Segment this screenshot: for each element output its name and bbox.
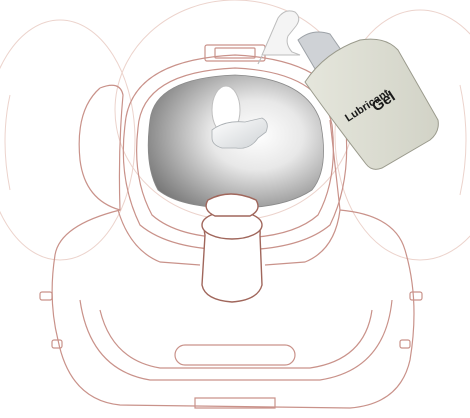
left-peg-lower	[52, 340, 62, 348]
left-inner-arc	[5, 95, 10, 190]
right-peg-lower	[400, 340, 410, 348]
lower-panel-inner	[100, 310, 372, 368]
lower-knob	[202, 194, 262, 302]
bottom-slot	[175, 345, 295, 365]
nozzle-icon	[262, 11, 300, 55]
left-shoulder	[118, 210, 200, 265]
left-arm	[79, 88, 120, 210]
right-peg-upper	[410, 292, 422, 300]
left-background-ring	[0, 20, 135, 260]
cavity	[148, 75, 323, 208]
knob-collar	[206, 194, 258, 216]
left-peg-upper	[40, 292, 52, 300]
right-shoulder	[265, 210, 340, 265]
right-inner-arc	[460, 85, 466, 195]
